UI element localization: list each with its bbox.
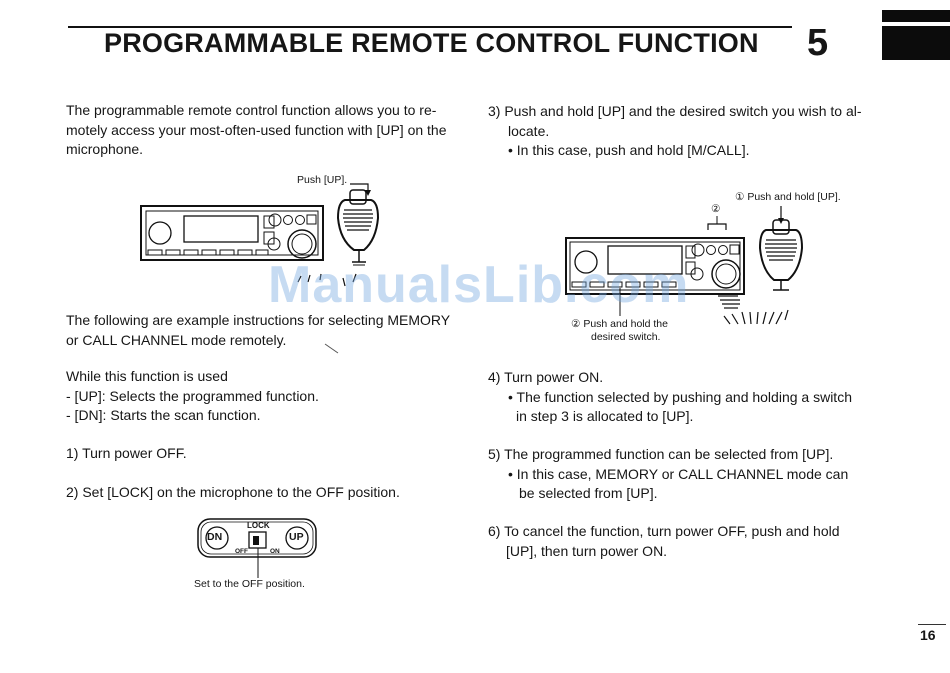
page-number: 16 xyxy=(920,627,936,643)
step-4-line: 4) Turn power ON. xyxy=(488,369,604,385)
example-line-2: or CALL CHANNEL mode remotely. xyxy=(66,331,287,348)
step-3-line-1: 3) Push and hold [UP] and the desired sw… xyxy=(488,103,862,119)
step-1: 1) Turn power OFF. xyxy=(66,445,187,461)
step-3-line-2: locate. xyxy=(508,122,550,139)
lock-switch-diagram xyxy=(197,518,317,578)
step-4-bullet-1: • The function selected by pushing and h… xyxy=(508,388,852,405)
dn-button-label: DN xyxy=(207,531,223,543)
while-line-3: - [DN]: Starts the scan function. xyxy=(66,407,261,423)
on-label: ON xyxy=(270,548,280,555)
step-2: 2) Set [LOCK] on the microphone to the O… xyxy=(66,484,400,500)
fig2-label-2: ② Push and hold the desired switch. xyxy=(571,318,668,344)
step-3-bullet: • In this case, push and hold [M/CALL]. xyxy=(508,142,750,158)
step-4: 4) Turn power ON. • The function selecte… xyxy=(488,368,852,427)
step-3: 3) Push and hold [UP] and the desired sw… xyxy=(488,102,862,161)
step-6: 6) To cancel the function, turn power OF… xyxy=(488,522,840,561)
step-5: 5) The programmed function can be select… xyxy=(488,445,848,504)
example-paragraph: The following are example instructions f… xyxy=(66,311,450,350)
intro-line-2: motely access your most-often-used funct… xyxy=(66,121,447,138)
step-5-bullet-2: be selected from [UP]. xyxy=(519,485,658,501)
step-5-bullet-1: • In this case, MEMORY or CALL CHANNEL m… xyxy=(508,465,849,482)
step-4-bullet-2: in step 3 is allocated to [UP]. xyxy=(516,408,694,424)
step-6-line-2: [UP], then turn power ON. xyxy=(506,542,668,559)
up-button-label: UP xyxy=(289,531,304,543)
fig2-label-2-line-2: desired switch. xyxy=(591,331,661,343)
fig2-label-1: ① Push and hold [UP]. xyxy=(735,191,841,203)
while-line-1: While this function is used xyxy=(66,368,228,384)
off-label: OFF xyxy=(235,548,248,555)
while-line-2: - [UP]: Selects the programmed function. xyxy=(66,387,319,404)
step-6-line-1: 6) To cancel the function, turn power OF… xyxy=(488,523,840,539)
fig2-marker-2: ② xyxy=(711,203,721,215)
intro-line-1: The programmable remote control function… xyxy=(66,102,437,118)
chapter-number: 5 xyxy=(807,22,829,64)
example-line-1: The following are example instructions f… xyxy=(66,312,451,328)
intro-paragraph: The programmable remote control function… xyxy=(66,101,447,160)
header-rule xyxy=(68,26,792,28)
lock-label: LOCK xyxy=(247,521,270,530)
lock-caption: Set to the OFF position. xyxy=(194,578,305,590)
fig2-label-2-line-1: ② Push and hold the xyxy=(571,318,668,330)
transceiver-figure-1 xyxy=(140,183,380,287)
fig1-label: Push [UP]. xyxy=(297,174,348,186)
intro-line-3: microphone. xyxy=(66,141,144,157)
watermark: ManualsLib.com xyxy=(268,256,690,314)
page-number-rule xyxy=(918,624,946,625)
page-title: PROGRAMMABLE REMOTE CONTROL FUNCTION xyxy=(104,28,759,58)
chapter-tab-divider xyxy=(882,22,950,26)
while-paragraph: While this function is used - [UP]: Sele… xyxy=(66,367,319,426)
step-5-line: 5) The programmed function can be select… xyxy=(488,446,834,462)
chapter-tab xyxy=(882,10,950,60)
stray-mark xyxy=(324,343,339,354)
transceiver-figure-2 xyxy=(565,206,804,325)
